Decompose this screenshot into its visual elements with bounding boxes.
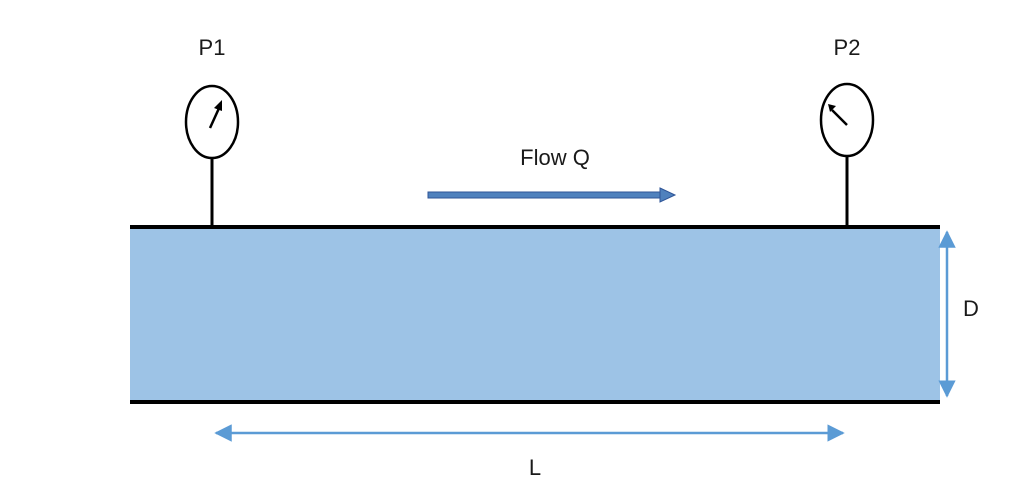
gauge-p1-needle xyxy=(208,105,222,129)
gauge-p1-label: P1 xyxy=(199,35,226,60)
flow-label: Flow Q xyxy=(520,145,590,170)
pressure-gauge-p2 xyxy=(819,82,875,227)
gauge-p2-dial-icon xyxy=(819,82,875,158)
length-label: L xyxy=(529,455,541,480)
gauge-p2-label: P2 xyxy=(834,35,861,60)
pressure-gauge-p1 xyxy=(184,84,240,227)
gauge-p2-needle-tip xyxy=(828,104,836,112)
gauge-p1-needle-tip xyxy=(214,100,222,111)
flow-arrow-icon xyxy=(427,187,677,203)
pipe-fluid xyxy=(130,227,940,402)
diameter-label: D xyxy=(963,296,979,321)
gauge-p2-needle xyxy=(831,109,848,126)
